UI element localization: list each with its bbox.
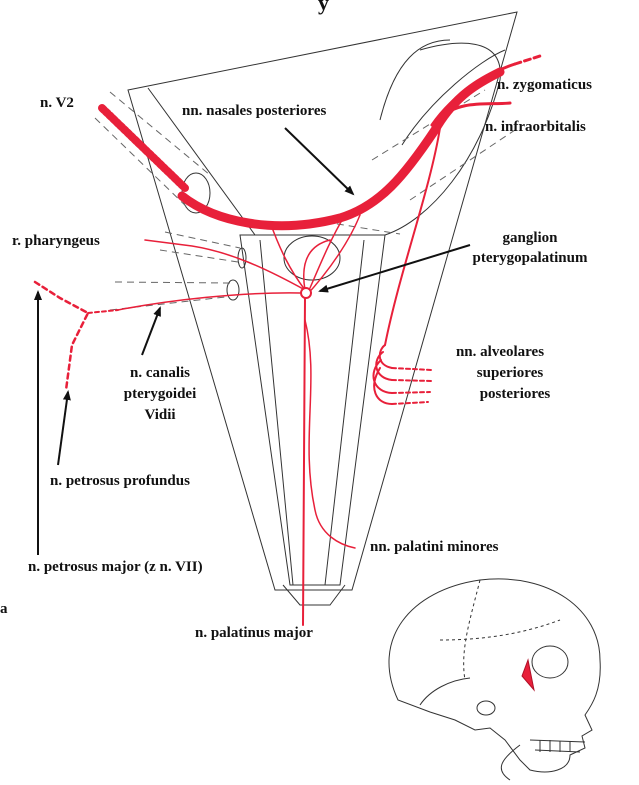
nn-alveolares-dashed (392, 368, 432, 404)
skull-lateral-view-icon (389, 579, 600, 780)
canal-dashed-lines (95, 90, 515, 310)
label-alveolares-line1: nn. alveolares (430, 343, 570, 361)
n-petrosus-dashed (35, 282, 88, 390)
label-nn-palatini-minores: nn. palatini minores (370, 538, 499, 556)
label-nn-nasales-posteriores: nn. nasales posteriores (182, 102, 326, 120)
label-n-petrosus-profundus: n. petrosus profundus (50, 472, 190, 490)
n-canalis-vidii-dashed (88, 310, 118, 313)
nn-alveolares-branches (373, 345, 392, 404)
label-r-pharyngeus: r. pharyngeus (12, 232, 100, 250)
label-ganglion-line2: pterygopalatinum (460, 249, 600, 267)
label-n-palatinus-major: n. palatinus major (195, 624, 313, 642)
label-alveolares-line3: posteriores (445, 385, 585, 403)
label-n-v2: n. V2 (40, 94, 74, 112)
label-alveolares-line2: superiores (440, 364, 580, 382)
n-palatinus-major (303, 297, 305, 625)
label-canalis-line1: n. canalis (110, 364, 210, 382)
label-canalis-line3: Vidii (110, 406, 210, 424)
label-n-petrosus-major: n. petrosus major (z n. VII) (28, 558, 203, 576)
label-n-zygomaticus: n. zygomaticus (497, 76, 592, 94)
ganglion-node (301, 288, 311, 298)
pointer-arrows (38, 128, 470, 555)
title-fragment: y (318, 0, 329, 12)
n-zygomaticus-dashed (515, 56, 540, 64)
label-n-infraorbitalis: n. infraorbitalis (485, 118, 586, 136)
label-canalis-line2: pterygoidei (110, 385, 210, 403)
nn-palatini-minores (305, 320, 355, 548)
n-canalis-vidii (118, 293, 300, 310)
panel-letter: a (0, 600, 8, 618)
n-v2-striped (102, 108, 185, 188)
n-v2-main (182, 72, 500, 226)
label-ganglion-line1: ganglion (460, 229, 600, 247)
